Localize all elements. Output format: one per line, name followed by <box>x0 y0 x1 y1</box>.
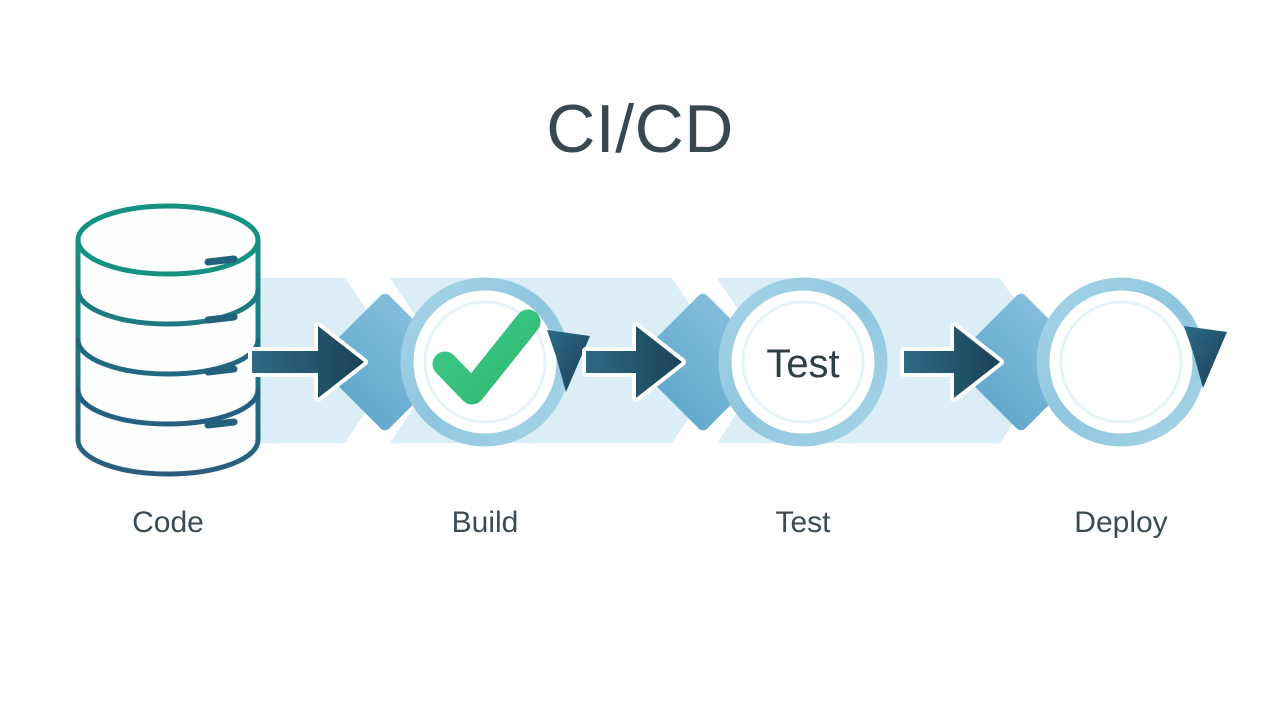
check-circle-icon <box>400 277 570 447</box>
ring-icon-test <box>718 277 888 447</box>
stage-deploy[interactable]: Deploy <box>1036 277 1227 539</box>
stage-label-deploy: Deploy <box>1074 506 1167 539</box>
arrow-icon <box>900 322 1004 402</box>
arrow-icon <box>248 322 368 402</box>
stage-build[interactable]: Build <box>400 277 590 539</box>
checkmark-icon <box>432 309 541 405</box>
page-title: CI/CD <box>546 91 734 167</box>
stage-inner-text-test: Test <box>766 342 839 386</box>
stage-label-code: Code <box>132 506 204 539</box>
stage-test[interactable]: Test Test <box>718 277 888 539</box>
build-arrowhead-icon <box>547 330 590 392</box>
arrow-icon <box>582 322 686 402</box>
database-status-dashes <box>204 255 238 429</box>
deploy-arrowhead-icon <box>1184 326 1227 388</box>
database-cylinder-icon <box>75 203 261 477</box>
stage-code[interactable]: Code <box>75 203 261 539</box>
stage-label-build: Build <box>452 506 519 539</box>
stage-label-test: Test <box>775 506 831 539</box>
ring-icon-deploy <box>1036 277 1206 447</box>
